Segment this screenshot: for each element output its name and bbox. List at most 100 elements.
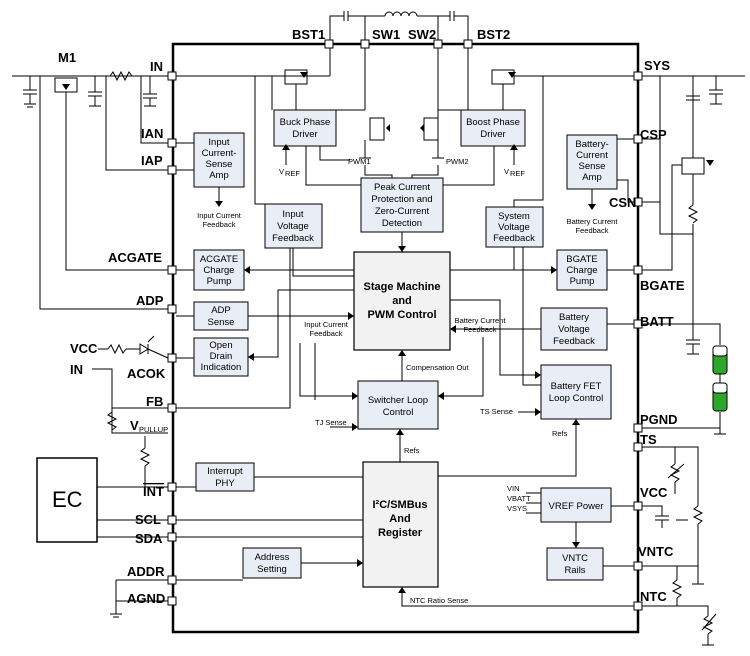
svg-text:ADP: ADP — [211, 305, 231, 316]
svg-text:Stage Machine: Stage Machine — [363, 281, 440, 293]
sys-power-path — [642, 75, 745, 435]
pwm1-label: PWM1 — [348, 157, 371, 166]
svg-text:Driver: Driver — [480, 129, 505, 140]
battery-cells — [712, 345, 728, 412]
adp-sense: ADP Sense — [193, 301, 249, 331]
svg-text:Feedback: Feedback — [272, 233, 314, 244]
pin-ian-label: IAN — [141, 126, 163, 141]
buck-phase-driver: Buck Phase Driver — [273, 109, 337, 147]
svg-text:Control: Control — [383, 407, 414, 418]
svg-text:Sense: Sense — [208, 317, 235, 328]
pin-vntc-label: VNTC — [638, 544, 674, 559]
pin-bgate — [633, 265, 643, 275]
svg-text:Input: Input — [208, 137, 229, 148]
address-setting: Address Setting — [242, 547, 302, 579]
pin-acok — [167, 353, 177, 363]
top-inductor-network — [329, 11, 469, 40]
svg-text:Protection and: Protection and — [371, 194, 432, 205]
input-power-path — [12, 70, 168, 310]
vbatt-label: VBATT — [507, 494, 531, 503]
svg-text:Charge: Charge — [203, 265, 234, 276]
svg-text:Switcher Loop: Switcher Loop — [368, 395, 428, 406]
svg-text:Voltage: Voltage — [498, 222, 530, 233]
ext-vcc-label: VCC — [70, 341, 98, 356]
pin-fb — [167, 403, 177, 413]
svg-text:Battery FET: Battery FET — [551, 381, 602, 392]
pwm2-label: PWM2 — [446, 157, 469, 166]
svg-text:PWM Control: PWM Control — [367, 309, 436, 321]
interrupt-phy: Interrupt PHY — [195, 462, 255, 492]
svg-text:SW2: SW2 — [408, 27, 436, 42]
system-voltage-feedback: System Voltage Feedback — [485, 206, 544, 248]
svg-text:Interrupt: Interrupt — [207, 466, 243, 477]
ts-sense-label: TS Sense — [480, 407, 513, 416]
pin-iap-label: IAP — [141, 153, 163, 168]
pin-vcc — [633, 501, 643, 511]
svg-text:REF: REF — [285, 169, 300, 178]
refs-label-2: Refs — [552, 429, 568, 438]
svg-text:Open: Open — [209, 340, 232, 351]
state-machine-pwm-control: Stage Machine and PWM Control — [353, 251, 451, 351]
pin-ian — [167, 138, 177, 148]
pin-acgate-label: ACGATE — [108, 250, 162, 265]
pin-bst1: BST1 — [292, 27, 334, 49]
svg-text:System: System — [498, 211, 530, 222]
pin-acgate — [167, 265, 177, 275]
ec-label: EC — [52, 487, 83, 512]
m1-label: M1 — [58, 50, 76, 65]
svg-text:Amp: Amp — [209, 170, 229, 181]
pin-sw1: SW1 — [360, 27, 400, 49]
svg-text:Boost Phase: Boost Phase — [466, 117, 520, 128]
svg-text:Current: Current — [576, 150, 608, 161]
svg-text:V: V — [130, 418, 139, 433]
svg-text:Feedback: Feedback — [553, 336, 595, 347]
ext-in-label: IN — [70, 362, 83, 377]
svg-text:Feedback: Feedback — [576, 226, 609, 235]
svg-text:BGATE: BGATE — [566, 254, 598, 265]
svg-text:VNTC: VNTC — [562, 553, 588, 564]
svg-text:Input Current: Input Current — [304, 320, 349, 329]
svg-text:Indication: Indication — [201, 362, 242, 373]
battery-current-feedback-label-1: Battery Current Feedback — [567, 217, 619, 235]
svg-text:Input: Input — [282, 209, 303, 220]
pin-csn-label: CSN — [609, 195, 636, 210]
pin-adp — [167, 304, 177, 314]
svg-text:V: V — [279, 167, 284, 176]
pin-bgate-label: BGATE — [640, 278, 685, 293]
acgate-charge-pump: ACGATE Charge Pump — [193, 249, 245, 291]
pin-bst2: BST2 — [463, 27, 510, 49]
chip-outline — [171, 42, 640, 634]
svg-text:VREF Power: VREF Power — [549, 501, 604, 512]
pin-pgnd — [633, 423, 643, 433]
pin-batt-label: BATT — [640, 314, 674, 329]
pin-addr-label: ADDR — [127, 564, 165, 579]
svg-text:BST1: BST1 — [292, 27, 325, 42]
input-current-feedback-label-2: Input Current Feedback — [304, 320, 349, 338]
vin-label: VIN — [507, 484, 520, 493]
pin-adp-label: ADP — [136, 293, 164, 308]
in-to-fb-wire — [92, 368, 168, 434]
svg-text:Battery Current: Battery Current — [455, 316, 507, 325]
svg-text:Sense: Sense — [579, 161, 606, 172]
svg-text:Detection: Detection — [382, 218, 422, 229]
svg-text:Input Current: Input Current — [197, 211, 242, 220]
svg-text:I²C/SMBus: I²C/SMBus — [373, 499, 428, 511]
pin-acok-label: ACOK — [127, 366, 166, 381]
vref-label-right: V REF — [504, 167, 525, 178]
svg-text:Zero-Current: Zero-Current — [375, 206, 430, 217]
pin-csp-label: CSP — [640, 127, 667, 142]
svg-text:Sense: Sense — [206, 159, 233, 170]
pin-vcc-label: VCC — [640, 485, 668, 500]
battery-current-sense-amp: Battery- Current Sense Amp — [566, 134, 618, 190]
vref-power: VREF Power — [540, 487, 612, 523]
svg-text:Setting: Setting — [257, 564, 287, 575]
svg-text:Driver: Driver — [292, 129, 317, 140]
pin-sda-label: SDA — [135, 531, 163, 546]
svg-text:And: And — [389, 513, 410, 525]
svg-text:PHY: PHY — [215, 478, 235, 489]
switcher-loop-control: Switcher Loop Control — [357, 380, 439, 430]
svg-text:Peak Current: Peak Current — [374, 182, 430, 193]
vpullup-network: V PULLUP — [130, 418, 168, 488]
pin-pgnd-label: PGND — [640, 412, 678, 427]
battery-voltage-feedback: Battery Voltage Feedback — [540, 307, 608, 351]
